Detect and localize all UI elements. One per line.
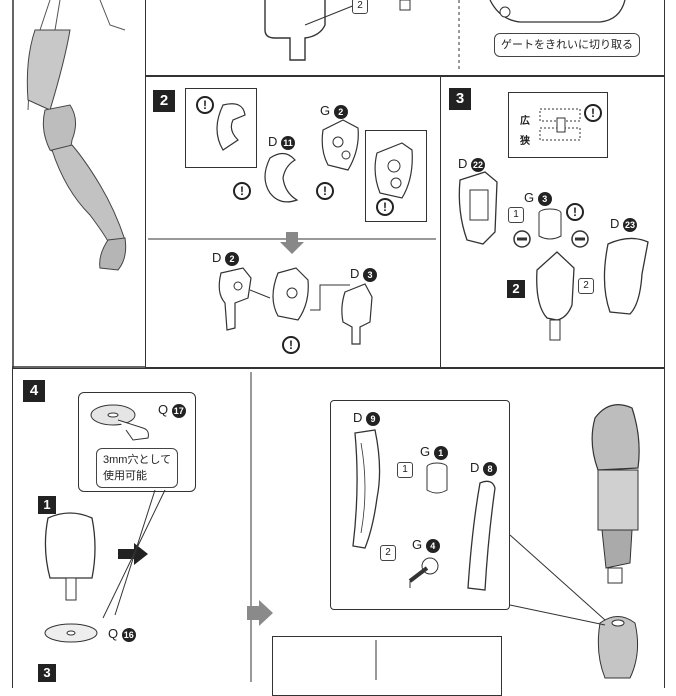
warning-icon: ! (233, 182, 251, 200)
gate-mark-left-icon (513, 230, 531, 248)
label-wide: 広 (520, 116, 530, 127)
part-g3-label: G 3 (524, 190, 552, 206)
left-column-border (12, 0, 14, 368)
part-d9-label: D 9 (353, 410, 381, 426)
step4-part-drawing (44, 512, 98, 643)
part-g4-drawing (408, 557, 439, 588)
step4-sub3-badge: 3 (38, 664, 56, 682)
part-d3-label: D 3 (350, 266, 378, 282)
step4-callout-lines-right (509, 534, 606, 626)
part-d3-drawing (341, 283, 373, 345)
hole-note: 3mm穴として 使用可能 (96, 448, 179, 488)
part-g2-assembly (272, 267, 309, 321)
label-narrow: 狭 (520, 136, 530, 147)
step2-number: 2 (153, 90, 175, 112)
part-g1-label: G 1 (420, 444, 448, 460)
part-d2-drawing (218, 267, 252, 331)
step4-divider (250, 372, 252, 682)
warning-icon: ! (566, 203, 584, 221)
top-order-2: 2 (352, 0, 368, 14)
part-d11-label: D 11 (268, 134, 296, 150)
top-right-drawing (489, 0, 626, 23)
part-g2-closeup (374, 142, 413, 199)
part-g1-drawing (426, 462, 448, 494)
top-part-drawing (264, 0, 411, 61)
part-d22-drawing (458, 171, 498, 245)
step4-number: 4 (23, 380, 45, 402)
figure-leg-drawing (26, 0, 127, 271)
part-g2-label: G 2 (320, 103, 348, 119)
step3-closeup-drawing (539, 108, 581, 141)
part-d8-drawing (467, 480, 496, 591)
top-divider (458, 0, 460, 70)
step3-sub-badge: 2 (507, 280, 525, 298)
part-d22-label: D 22 (458, 156, 486, 172)
bottom-box-divider (375, 640, 377, 680)
step4-sub1-badge: 1 (38, 496, 56, 514)
gate-mark-right-icon (571, 230, 589, 248)
part-d2-label: D 2 (212, 250, 240, 266)
part-q17-label: Q 17 (158, 402, 186, 418)
step3-assembly-drawing (536, 251, 575, 341)
step4-leg-assembly-drawing (591, 404, 640, 679)
warning-icon: ! (584, 104, 602, 122)
step-arrow-icon (247, 600, 273, 626)
step2-connector-lines (249, 284, 350, 311)
gate-cut-note: ゲートをきれいに切り取る (494, 33, 640, 57)
part-d23-label: D 23 (610, 216, 638, 232)
down-arrow-icon (280, 232, 304, 254)
warning-icon: ! (282, 336, 300, 354)
right-arrow-icon (118, 543, 148, 565)
warning-icon: ! (196, 96, 214, 114)
part-d23-drawing (603, 237, 649, 315)
step4-bottom-box (272, 636, 502, 696)
hole-note-line1: 3mm穴として (103, 454, 172, 466)
warning-icon: ! (376, 198, 394, 216)
order-1: 1 (397, 462, 413, 478)
part-g2-drawing (321, 119, 359, 171)
order-1: 1 (508, 207, 524, 223)
part-g3-drawing (538, 208, 562, 240)
order-2: 2 (380, 545, 396, 561)
part-d9-drawing (352, 429, 381, 549)
warning-icon: ! (316, 182, 334, 200)
left-bottom-border (12, 366, 145, 368)
part-d11-drawing (264, 152, 299, 203)
step3-number: 3 (449, 88, 471, 110)
order-2: 2 (578, 278, 594, 294)
part-g4-label: G 4 (412, 537, 440, 553)
part-d11-closeup (216, 103, 246, 151)
part-q17-drawing (90, 404, 149, 441)
step4-callout-lines (102, 489, 166, 619)
part-d8-label: D 8 (470, 460, 498, 476)
hole-note-line2: 使用可能 (103, 470, 147, 482)
part-q16-label: Q 16 (108, 626, 136, 642)
